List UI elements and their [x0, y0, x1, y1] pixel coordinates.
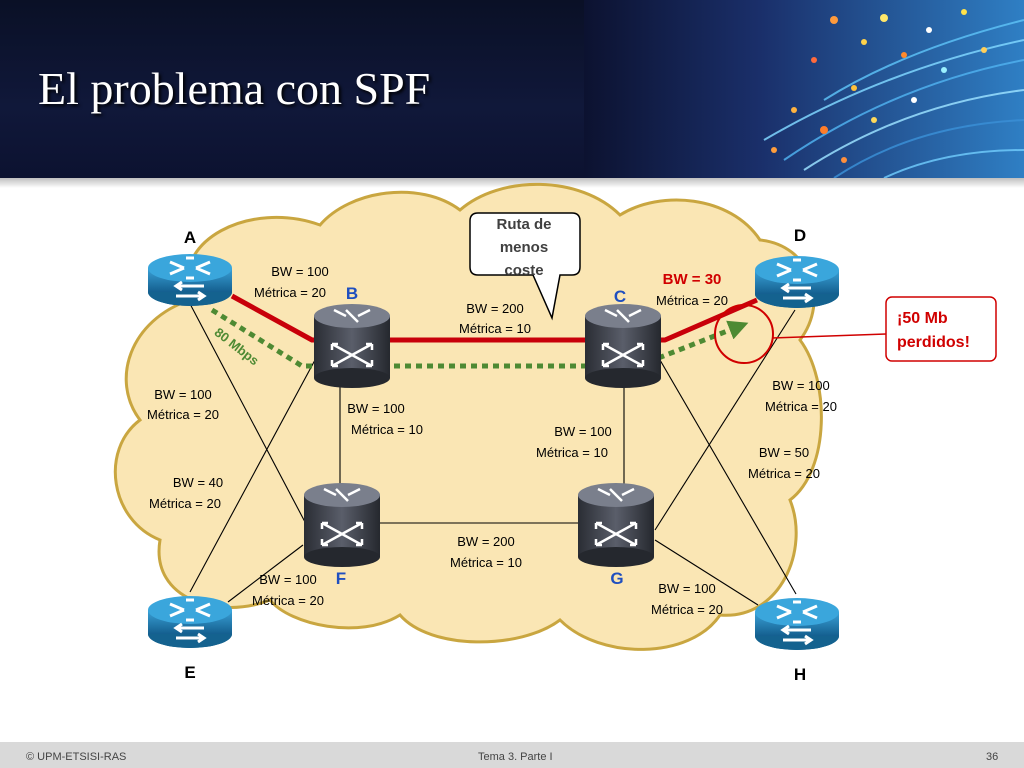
link-label-ab: BW = 100 Métrica = 20 [254, 264, 329, 300]
link-bw: BW = 200 [466, 301, 523, 316]
link-metric: Métrica = 20 [748, 466, 820, 481]
link-label-dg: BW = 100 Métrica = 20 [765, 378, 837, 414]
link-label-fg: BW = 200 Métrica = 10 [450, 534, 522, 570]
link-label-af: BW = 100 Métrica = 20 [147, 387, 219, 422]
link-metric: Métrica = 10 [459, 321, 531, 336]
optical-fiber-image [584, 0, 1024, 178]
node-e [146, 594, 234, 650]
link-metric: Métrica = 20 [656, 293, 728, 308]
node-label-b: B [346, 284, 358, 303]
link-metric: Métrica = 20 [651, 602, 723, 617]
callout-line: menos [500, 239, 548, 256]
page-number: 36 [986, 751, 999, 763]
node-h [753, 596, 841, 652]
link-label-eb: BW = 40 Métrica = 20 [149, 475, 223, 511]
link-label-bf: BW = 100 Métrica = 10 [347, 401, 423, 437]
node-label-f: F [336, 569, 346, 588]
node-f [302, 481, 382, 569]
title-banner: El problema con SPF [0, 0, 1024, 178]
node-label-e: E [184, 663, 195, 682]
callout-line: coste [504, 262, 543, 279]
slide-footer: © UPM-ETSISI-RAS Tema 3. Parte I 36 [0, 742, 1024, 768]
link-bw: BW = 100 [154, 387, 211, 402]
link-metric: Métrica = 10 [351, 422, 423, 437]
node-b [312, 302, 392, 390]
node-label-c: C [614, 287, 626, 306]
link-e-b [189, 359, 316, 593]
node-d [753, 254, 841, 310]
slide-title: El problema con SPF [38, 63, 431, 114]
link-label-ef: BW = 100 Métrica = 20 [252, 572, 324, 608]
link-g-h [654, 539, 759, 606]
link-bw: BW = 100 [347, 401, 404, 416]
node-label-a: A [184, 228, 196, 247]
node-label-d: D [794, 226, 806, 245]
alert-pointer [771, 333, 887, 339]
link-bw: BW = 50 [759, 445, 809, 460]
link-bw-bottleneck: BW = 30 [663, 271, 722, 288]
link-d-g [654, 309, 796, 531]
topic-text: Tema 3. Parte I [478, 751, 553, 763]
link-bw: BW = 100 [259, 572, 316, 587]
node-label-g: G [610, 569, 623, 588]
link-bw: BW = 100 [658, 581, 715, 596]
link-label-bc: BW = 200 Métrica = 10 [459, 301, 531, 336]
copyright-text: © UPM-ETSISI-RAS [26, 751, 127, 763]
banner-shadow [0, 178, 1024, 188]
link-e-f [227, 544, 304, 603]
callout-line: Ruta de [496, 216, 551, 233]
link-c-h [659, 359, 797, 595]
link-metric: Métrica = 10 [536, 445, 608, 460]
node-g [576, 481, 656, 569]
link-bw: BW = 100 [554, 424, 611, 439]
node-c [583, 302, 663, 390]
link-bw: BW = 100 [271, 264, 328, 279]
lowest-cost-route-callout: Ruta de menos coste [469, 212, 581, 321]
node-label-h: H [794, 665, 806, 684]
link-label-gh: BW = 100 Métrica = 20 [651, 581, 723, 617]
link-metric: Métrica = 20 [252, 593, 324, 608]
link-label-cg: BW = 100 Métrica = 10 [536, 424, 612, 460]
callout-line: ¡50 Mb [897, 310, 948, 327]
link-a-f [187, 299, 306, 523]
link-label-cd: BW = 30 Métrica = 20 [656, 271, 728, 308]
bottleneck-marker [714, 304, 774, 364]
link-metric: Métrica = 20 [254, 285, 326, 300]
network-cloud [113, 182, 823, 651]
lost-traffic-callout: ¡50 Mb perdidos! [885, 296, 997, 362]
link-label-ch: BW = 50 Métrica = 20 [748, 445, 820, 481]
link-metric: Métrica = 20 [149, 496, 221, 511]
link-metric: Métrica = 20 [147, 407, 219, 422]
link-metric: Métrica = 10 [450, 555, 522, 570]
fiber-light-dots [771, 9, 987, 163]
node-a [146, 252, 234, 308]
spf-shortest-path [230, 293, 758, 343]
link-metric: Métrica = 20 [765, 399, 837, 414]
link-bw: BW = 100 [772, 378, 829, 393]
link-bw: BW = 200 [457, 534, 514, 549]
callout-line: perdidos! [897, 334, 970, 351]
link-bw: BW = 40 [173, 475, 223, 490]
traffic-flow-arrow [210, 307, 749, 376]
topology-links [187, 299, 797, 606]
